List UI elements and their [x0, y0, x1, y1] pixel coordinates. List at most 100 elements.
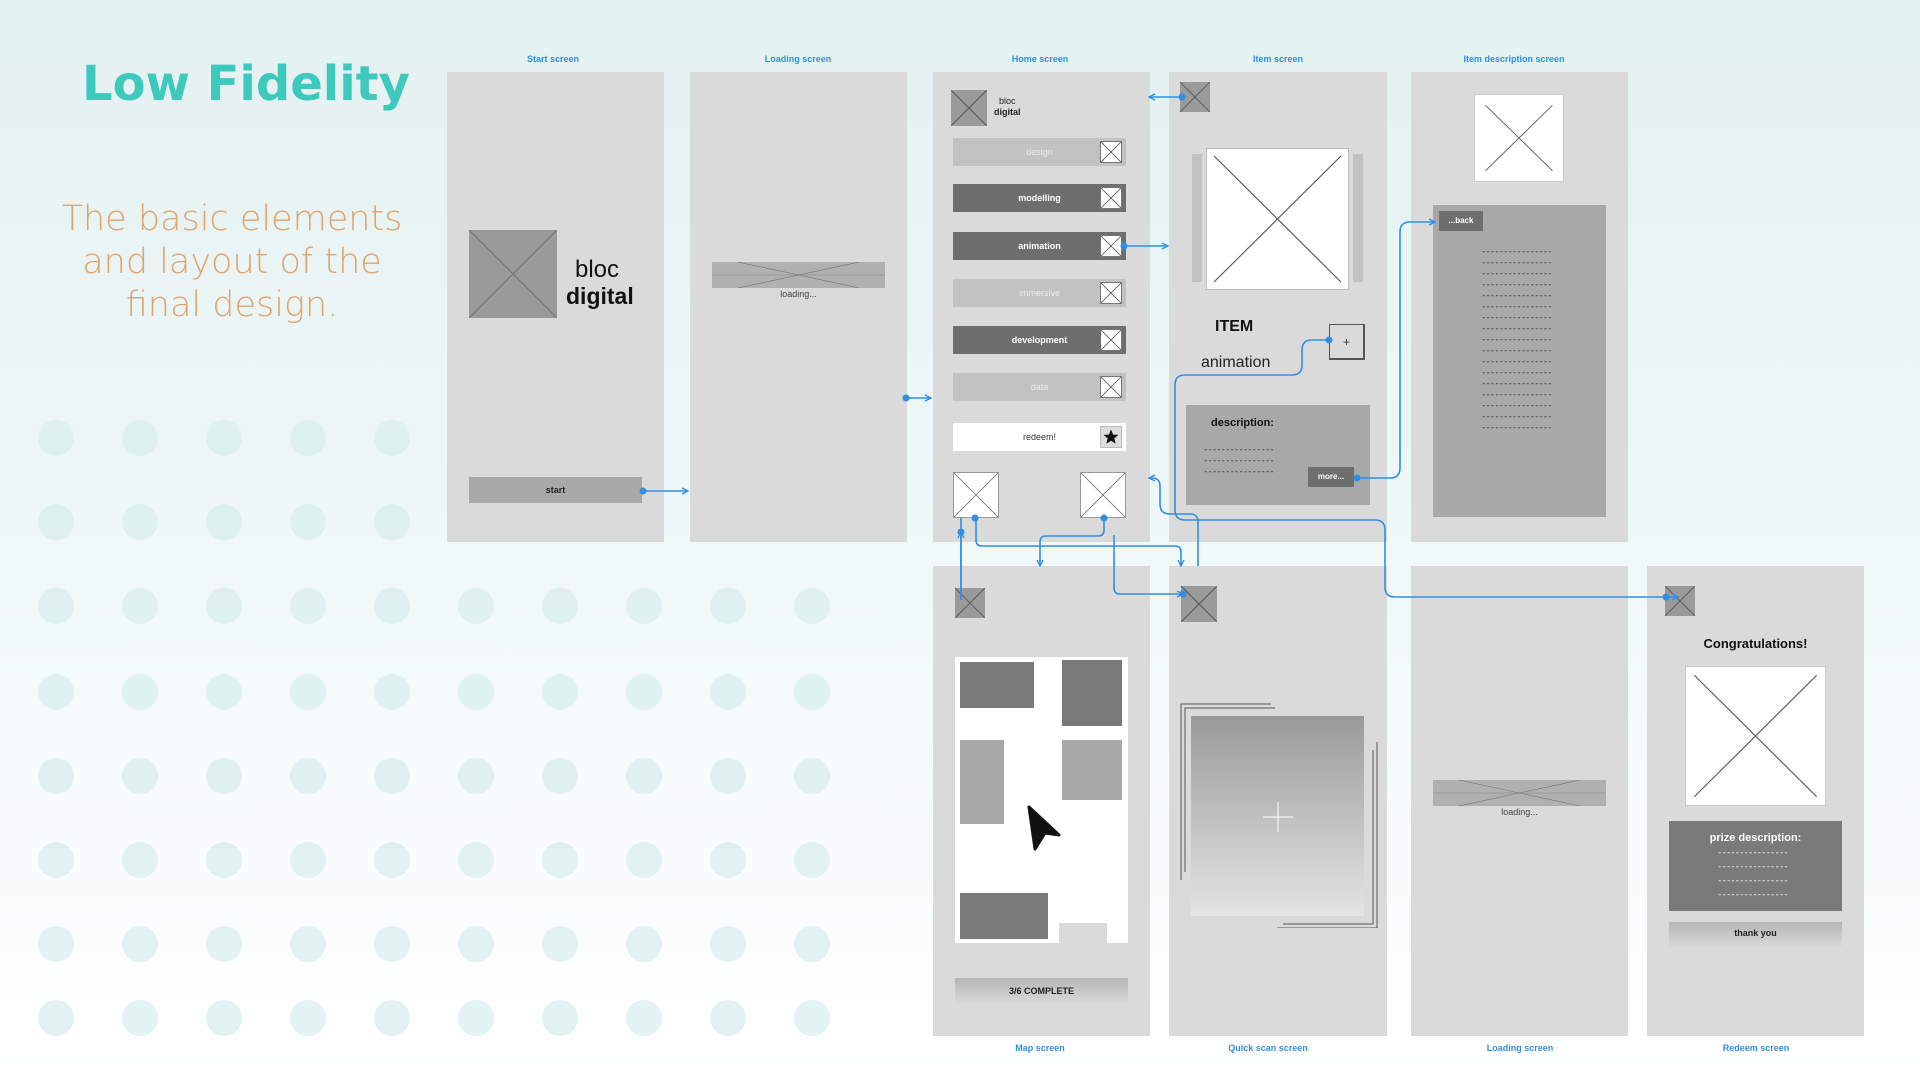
- redeem-button[interactable]: redeem!: [953, 423, 1126, 451]
- label-home-screen: Home screen: [1011, 54, 1069, 64]
- menu-design-label: design: [1026, 147, 1053, 157]
- menu-modelling-button[interactable]: modelling: [953, 184, 1126, 212]
- label-item-description-screen: Item description screen: [1463, 54, 1565, 64]
- decorative-dot: [290, 842, 326, 878]
- item-desc-content-box: ...back ---------------- ---------------…: [1433, 205, 1606, 517]
- menu-animation-button[interactable]: animation: [953, 232, 1126, 260]
- map-zone[interactable]: [1059, 923, 1107, 943]
- prize-description-label: prize description:: [1709, 832, 1802, 844]
- menu-design-button[interactable]: design: [953, 138, 1126, 166]
- home-screen: bloc digital design modelling animation …: [933, 72, 1150, 542]
- decorative-dot: [122, 1000, 158, 1036]
- decorative-dot: [374, 420, 410, 456]
- map-zone[interactable]: [960, 893, 1048, 939]
- map-shortcut-image-icon[interactable]: [953, 472, 999, 518]
- decorative-dot: [542, 926, 578, 962]
- map-zone[interactable]: [960, 740, 1004, 824]
- menu-immersive-label: immersive: [1018, 288, 1060, 298]
- map-screen: 3/6 COMPLETE: [933, 566, 1150, 1036]
- decorative-dot: [794, 1000, 830, 1036]
- carousel-next-card[interactable]: [1353, 154, 1363, 282]
- decorative-dot: [542, 842, 578, 878]
- decorative-dot: [374, 842, 410, 878]
- decorative-dot: [206, 674, 242, 710]
- decorative-dot: [206, 504, 242, 540]
- decorative-dot: [458, 926, 494, 962]
- item-title: ITEM: [1215, 318, 1254, 335]
- decorative-dot: [290, 504, 326, 540]
- label-map-screen: Map screen: [1015, 1043, 1065, 1053]
- decorative-dot: [458, 842, 494, 878]
- star-icon: [1100, 426, 1122, 448]
- more-button[interactable]: more...: [1308, 467, 1354, 487]
- decorative-dot: [206, 926, 242, 962]
- logo-image-placeholder-icon: [469, 230, 557, 318]
- decorative-dot: [206, 420, 242, 456]
- back-button[interactable]: ...back: [1439, 211, 1483, 231]
- add-item-button[interactable]: +: [1329, 324, 1365, 360]
- decorative-dot: [542, 674, 578, 710]
- decorative-dot: [38, 588, 74, 624]
- decorative-dot: [458, 588, 494, 624]
- loading-text-2: loading...: [1501, 807, 1538, 817]
- location-arrow-icon: [1027, 805, 1061, 851]
- carousel-prev-card[interactable]: [1192, 154, 1202, 282]
- decorative-dot: [290, 926, 326, 962]
- decorative-dot: [626, 842, 662, 878]
- decorative-dot: [122, 504, 158, 540]
- decorative-dot: [290, 588, 326, 624]
- thank-you-button[interactable]: thank you: [1669, 922, 1842, 948]
- page-title: Low Fidelity: [82, 56, 410, 112]
- decorative-dot: [542, 588, 578, 624]
- prize-placeholder-lines: ---------------- ---------------- ------…: [1717, 848, 1789, 900]
- decorative-dot: [626, 1000, 662, 1036]
- progress-bar: 3/6 COMPLETE: [955, 978, 1128, 1004]
- label-start-screen: Start screen: [526, 54, 580, 64]
- label-redeem-screen: Redeem screen: [1722, 1043, 1790, 1053]
- decorative-dot: [38, 504, 74, 540]
- scan-shortcut-image-icon[interactable]: [1080, 472, 1126, 518]
- item-description-screen: ...back ---------------- ---------------…: [1411, 72, 1628, 542]
- decorative-dot: [794, 842, 830, 878]
- map-zone[interactable]: [1062, 660, 1122, 726]
- map-zone[interactable]: [1062, 740, 1122, 800]
- decorative-dot: [374, 1000, 410, 1036]
- decorative-dot: [794, 758, 830, 794]
- menu-modelling-image-icon: [1100, 187, 1122, 209]
- decorative-dot: [38, 674, 74, 710]
- start-button[interactable]: start: [469, 477, 642, 503]
- camera-viewfinder[interactable]: [1191, 716, 1364, 916]
- redeem-back-image-icon[interactable]: [1665, 586, 1695, 616]
- logo-text-digital: digital: [566, 283, 634, 309]
- decorative-dot: [122, 758, 158, 794]
- decorative-dot: [206, 1000, 242, 1036]
- map-zone[interactable]: [960, 662, 1034, 708]
- decorative-dot: [374, 504, 410, 540]
- decorative-dot: [122, 842, 158, 878]
- decorative-dot: [710, 1000, 746, 1036]
- item-category: animation: [1201, 354, 1271, 371]
- decorative-dot: [206, 758, 242, 794]
- map-area[interactable]: [955, 657, 1128, 943]
- map-back-image-icon[interactable]: [955, 588, 985, 618]
- crosshair-icon: [1263, 802, 1293, 832]
- menu-data-button[interactable]: data: [953, 373, 1126, 401]
- label-item-screen: Item screen: [1252, 54, 1304, 64]
- decorative-dot: [626, 758, 662, 794]
- item-back-image-icon[interactable]: [1180, 82, 1210, 112]
- decorative-dot: [122, 926, 158, 962]
- scan-frame-corners: [1180, 703, 1378, 928]
- loading-text: loading...: [780, 289, 817, 299]
- menu-development-button[interactable]: development: [953, 326, 1126, 354]
- redeem-label: redeem!: [1022, 432, 1057, 442]
- menu-immersive-button[interactable]: immersive: [953, 279, 1126, 307]
- prize-description-box: prize description: ---------------- ----…: [1669, 821, 1842, 911]
- decorative-dot: [626, 588, 662, 624]
- decorative-dot: [542, 758, 578, 794]
- scan-back-image-icon[interactable]: [1181, 586, 1217, 622]
- decorative-dot: [38, 842, 74, 878]
- loading-bar-placeholder-icon: [712, 262, 885, 288]
- decorative-dot: [38, 758, 74, 794]
- menu-animation-image-icon: [1100, 235, 1122, 257]
- menu-development-image-icon: [1100, 329, 1122, 351]
